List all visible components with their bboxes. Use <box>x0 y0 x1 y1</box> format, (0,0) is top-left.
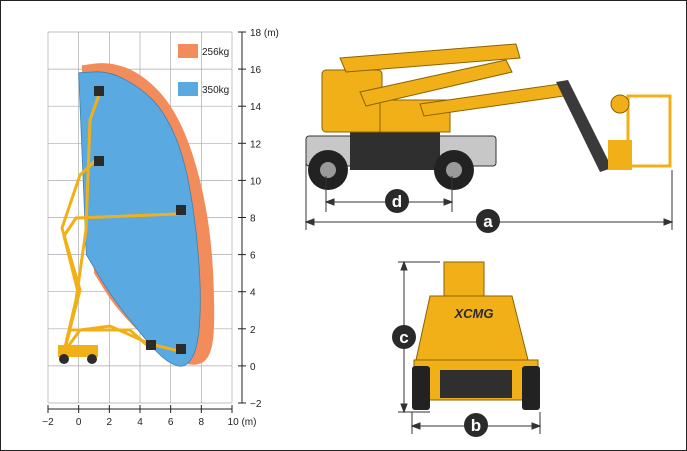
side-jib <box>556 80 612 172</box>
x-tick-label: −2 <box>42 417 54 428</box>
boom-positions-illustration <box>60 90 180 354</box>
y-tick-label: 4 <box>250 288 256 299</box>
x-tick-label: 2 <box>107 417 113 428</box>
side-front-hub <box>446 162 462 178</box>
x-tick-label: 4 <box>137 417 143 428</box>
side-rear-hub <box>320 162 336 178</box>
rear-right-wheel <box>522 366 540 410</box>
dimension-d-badge <box>385 189 409 213</box>
x-axis: −2 0 2 4 6 8 10 (m) <box>42 405 256 428</box>
side-upper-boom <box>339 43 521 73</box>
legend-label-256kg: 256kg <box>202 47 229 58</box>
dimension-b-label: b <box>471 416 481 435</box>
legend-swatch-256kg <box>178 44 198 58</box>
x-tick-label: 6 <box>168 417 174 428</box>
dimension-b-badge <box>464 413 488 437</box>
side-basket-rotator <box>608 140 632 170</box>
x-tick-label: 10 (m) <box>228 417 257 428</box>
rear-left-wheel <box>412 366 430 410</box>
dimension-a-badge <box>476 209 500 233</box>
x-tick-label: 8 <box>199 417 205 428</box>
side-view-machine: d a <box>304 43 674 233</box>
rear-engine-block <box>440 370 512 398</box>
chassis-illustration <box>58 345 98 364</box>
basket-positions-illustration <box>94 86 186 354</box>
y-tick-label: 8 <box>250 214 256 225</box>
y-tick-label: 18 (m) <box>250 28 279 39</box>
side-engine-block <box>350 132 440 170</box>
rear-view-machine: XCMG c b <box>392 260 542 437</box>
y-tick-label: 14 <box>250 102 262 113</box>
legend-label-350kg: 350kg <box>202 85 229 96</box>
y-tick-label: 12 <box>250 139 262 150</box>
y-tick-label: 16 <box>250 65 262 76</box>
brand-logo: XCMG <box>454 306 494 321</box>
rear-boom-stack <box>443 261 485 299</box>
x-tick-label: 0 <box>76 417 82 428</box>
y-tick-label: 6 <box>250 251 256 262</box>
side-basket-control <box>610 94 630 114</box>
series-350kg-envelope <box>78 71 201 367</box>
dimension-d-label: d <box>392 192 402 211</box>
side-lower-boom <box>359 59 513 107</box>
dimension-c-label: c <box>399 328 408 347</box>
side-basket <box>626 94 672 168</box>
working-range-chart: 256kg 350kg −2 0 2 4 6 8 10 (m) 18 (m) 16 14 12 10… <box>42 28 279 428</box>
dimension-c-badge <box>392 325 416 349</box>
y-tick-label: −2 <box>250 399 262 410</box>
y-tick-label: 10 <box>250 176 262 187</box>
y-axis: 18 (m) 16 14 12 10 8 6 4 2 0 −2 <box>238 28 279 410</box>
dimension-a-label: a <box>483 212 493 231</box>
y-tick-label: 2 <box>250 325 256 336</box>
y-tick-label: 0 <box>250 362 256 373</box>
legend-swatch-350kg <box>178 82 198 96</box>
